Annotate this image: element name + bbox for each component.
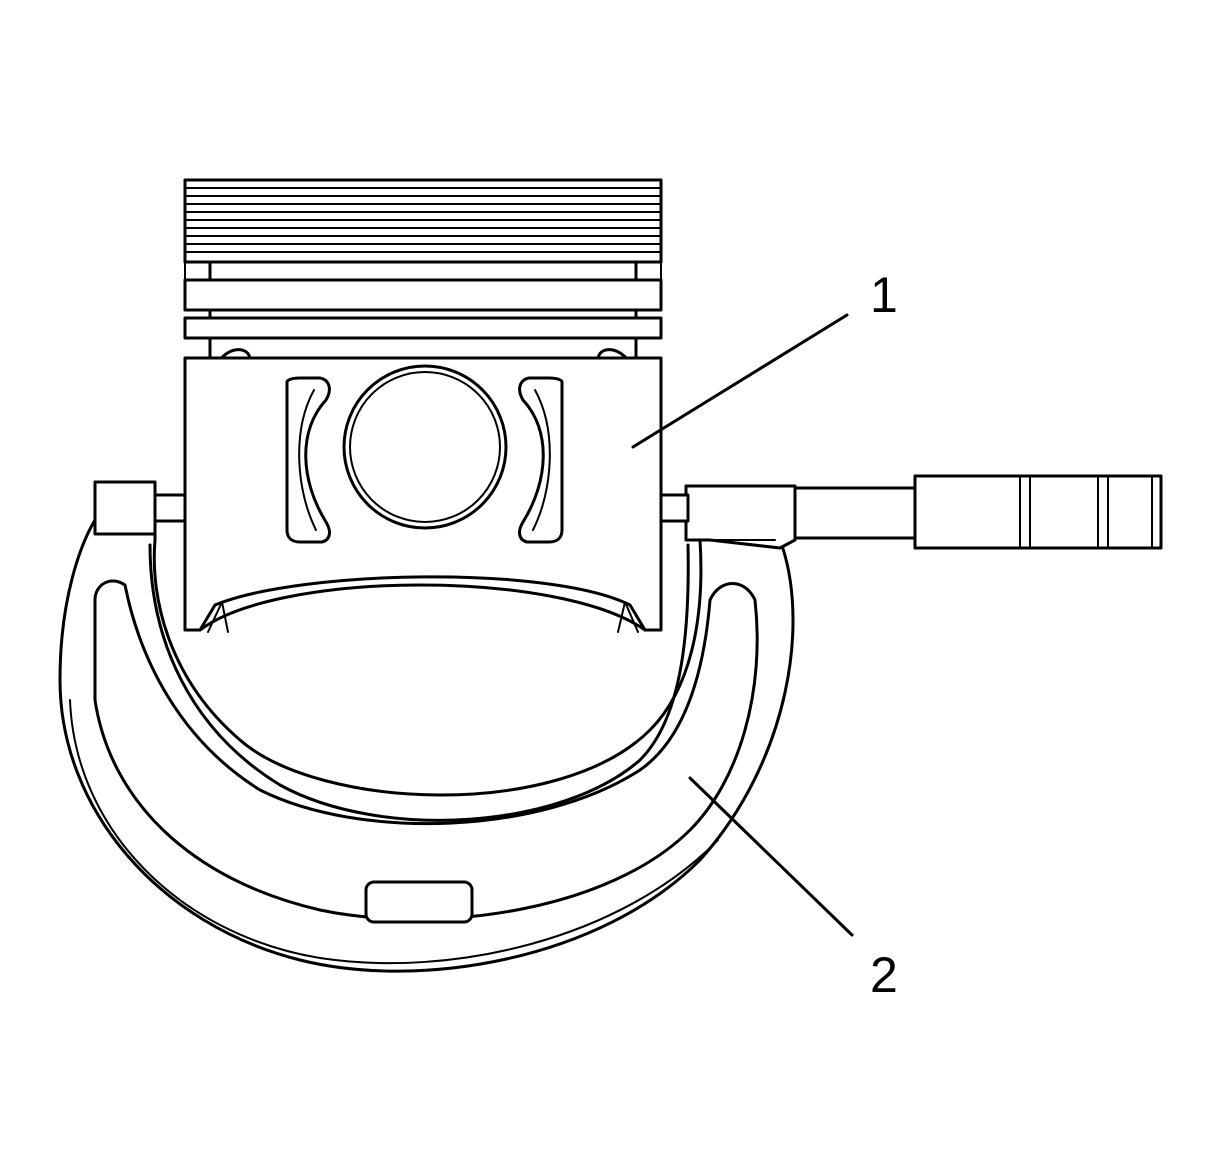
micrometer-frame-inner-groove xyxy=(93,579,759,921)
callout-1-leader xyxy=(631,313,849,449)
micrometer-label-plate xyxy=(364,880,474,924)
micrometer-frame-opening xyxy=(148,543,690,822)
micrometer-spindle-tip xyxy=(658,493,690,523)
micrometer-spindle-housing xyxy=(684,484,797,550)
piston-pin-boss-left xyxy=(285,376,331,544)
callout-2: 2 xyxy=(688,776,898,1003)
callout-2-leader xyxy=(688,776,854,937)
piston xyxy=(183,178,663,633)
micrometer-anvil-tip xyxy=(153,493,187,523)
piston-pin-bore xyxy=(342,364,508,530)
piston-crown-grooves xyxy=(184,187,662,253)
micrometer-thimble xyxy=(913,474,1163,550)
micrometer-anvil-block xyxy=(93,480,157,536)
callout-1-label: 1 xyxy=(870,267,898,323)
callout-1: 1 xyxy=(631,267,898,449)
callout-2-label: 2 xyxy=(870,947,898,1003)
micrometer-frame-outer xyxy=(58,483,795,973)
piston-ring-land-1 xyxy=(183,278,663,312)
piston-ring-land-2 xyxy=(183,316,663,340)
micrometer-sleeve xyxy=(793,486,917,540)
micrometer xyxy=(58,474,1163,973)
piston-pin-boss-right xyxy=(518,376,564,544)
micrometer-frame-inner-edge xyxy=(69,699,719,965)
